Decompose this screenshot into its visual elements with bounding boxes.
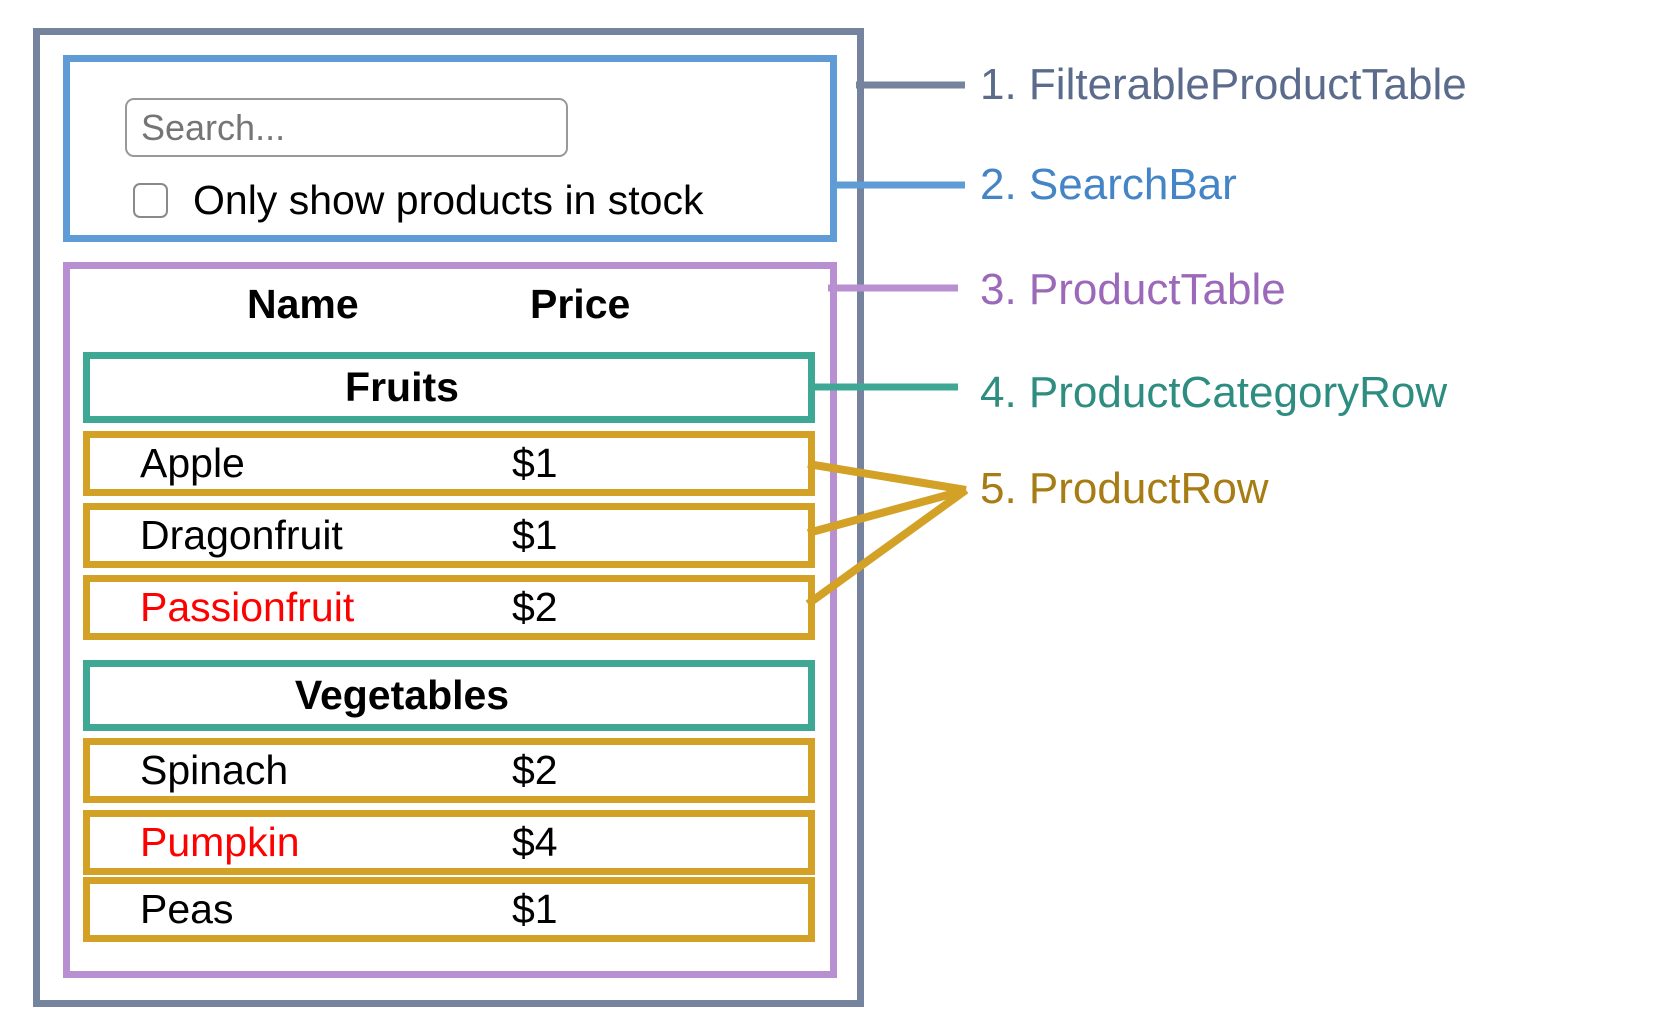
product-row-peas: Peas $1 <box>83 877 815 942</box>
legend-label-product-table: 3. ProductTable <box>980 265 1286 314</box>
search-bar-outline <box>63 55 837 242</box>
product-row-spinach: Spinach $2 <box>83 738 815 803</box>
product-price: $2 <box>512 584 558 630</box>
in-stock-checkbox[interactable] <box>133 183 168 218</box>
product-table-outline <box>63 262 837 978</box>
product-price: $1 <box>512 440 558 486</box>
legend-label-filterable-product-table: 1. FilterableProductTable <box>980 60 1467 109</box>
product-name: Dragonfruit <box>140 512 343 558</box>
category-row-fruits: Fruits <box>83 352 815 423</box>
category-label: Vegetables <box>294 672 510 718</box>
category-row-vegetables: Vegetables <box>83 660 815 731</box>
legend-label-search-bar: 2. SearchBar <box>980 160 1237 209</box>
legend-label-product-category-row: 4. ProductCategoryRow <box>980 368 1448 417</box>
search-input[interactable] <box>125 98 568 157</box>
product-name: Pumpkin <box>140 819 300 865</box>
product-row-dragonfruit: Dragonfruit $1 <box>83 503 815 568</box>
name-column-header: Name <box>247 281 359 327</box>
product-row-passionfruit: Passionfruit $2 <box>83 575 815 640</box>
product-name: Apple <box>140 440 245 486</box>
legend-label-product-row: 5. ProductRow <box>980 464 1269 513</box>
product-price: $1 <box>512 886 558 932</box>
product-name: Spinach <box>140 747 289 793</box>
category-label: Fruits <box>345 364 459 410</box>
product-name: Peas <box>140 886 234 932</box>
product-name: Passionfruit <box>140 584 355 630</box>
product-row-apple: Apple $1 <box>83 431 815 496</box>
product-price: $4 <box>512 819 558 865</box>
price-column-header: Price <box>530 281 631 327</box>
product-row-pumpkin: Pumpkin $4 <box>83 810 815 875</box>
in-stock-checkbox-label: Only show products in stock <box>193 177 704 223</box>
product-price: $1 <box>512 512 558 558</box>
product-price: $2 <box>512 747 558 793</box>
